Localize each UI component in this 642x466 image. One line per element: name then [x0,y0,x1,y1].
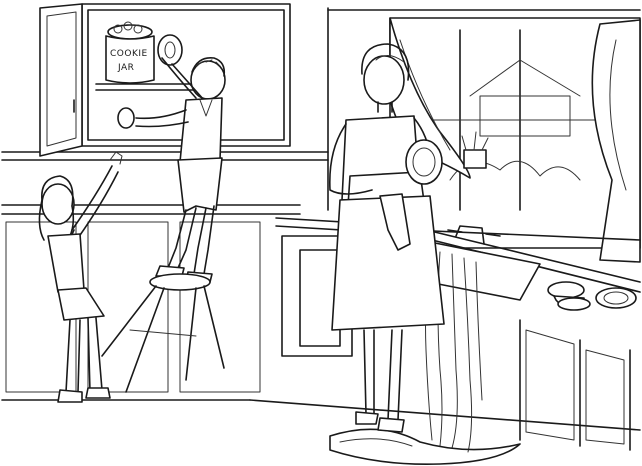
window-plant [461,131,489,169]
woman-figure [329,43,445,433]
girl-figure [38,151,123,403]
room-walls [1,7,641,431]
cookie-jar-label-line2: JAR [117,63,134,73]
cookie-jar: COOKIE JAR [105,21,155,84]
upper-cabinet [39,3,291,157]
tipping-stool [101,273,225,393]
cookie-jar-label-line1: COOKIE [110,49,148,59]
dishes-on-counter [547,281,637,311]
boy-figure [117,34,226,283]
